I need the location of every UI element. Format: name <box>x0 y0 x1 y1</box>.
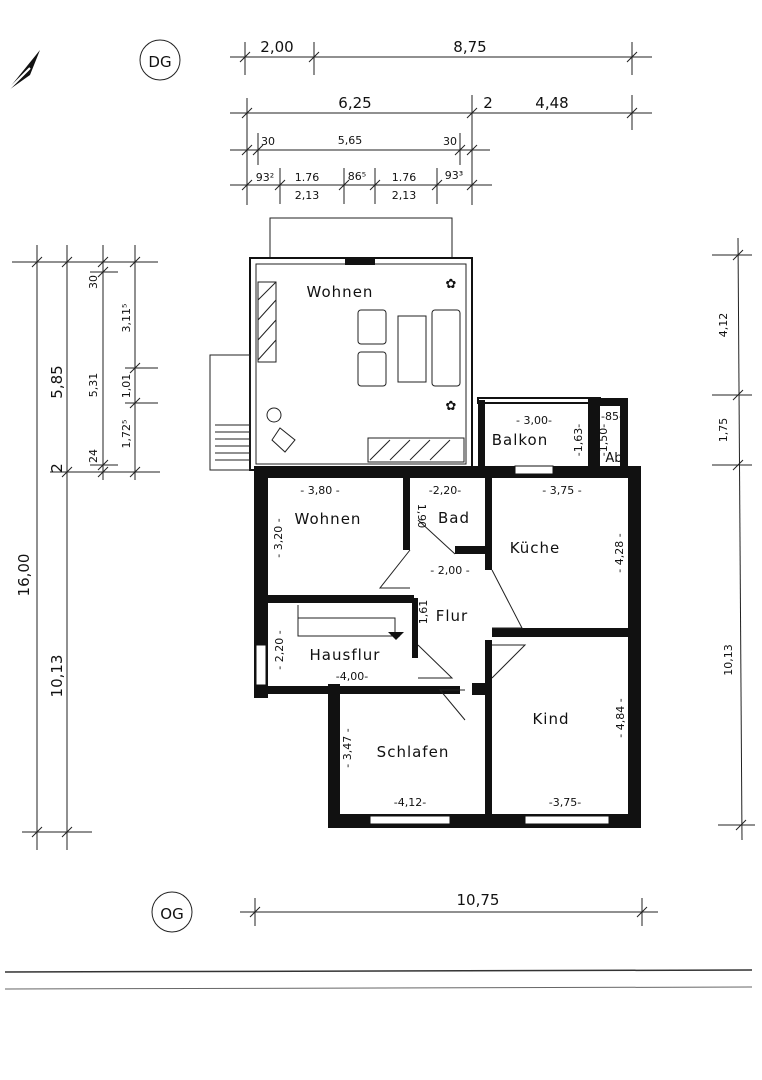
window-hausflur <box>255 644 267 686</box>
dim-1-75: 1,75 <box>717 418 730 443</box>
footer-line <box>4 969 753 973</box>
dim-hausflur-w: -4,00- <box>336 670 368 683</box>
footer-line <box>4 986 753 990</box>
dg-shelf <box>257 281 277 363</box>
plant-icon: ✿ <box>446 277 457 292</box>
floor-label-og-text: OG <box>160 905 183 923</box>
dim-4-12: 4,12 <box>717 313 730 338</box>
dim-1-01: 1,01 <box>120 374 133 399</box>
dim-kind-h: - 4,84 - <box>614 698 627 737</box>
dim-86-5: 86⁵ <box>348 170 366 183</box>
dim-3-11-5: 3,11⁵ <box>120 304 133 333</box>
dg-kitchenette <box>367 437 465 463</box>
dim-2: 2 <box>483 94 493 112</box>
room-label-wohnen-dg: Wohnen <box>307 283 374 301</box>
dim-2-left: 2 <box>48 463 66 473</box>
floor-label-dg: DG <box>139 39 181 81</box>
dg-sofa-set <box>357 309 461 387</box>
dim-1-72-5: 1,72⁵ <box>120 420 133 449</box>
dg-unit: ✿ ✿ Wohnen <box>209 217 473 471</box>
hausflur-stairs <box>297 605 400 637</box>
window-kind <box>524 815 610 825</box>
dim-16-00: 16,00 <box>15 554 33 597</box>
dim-wohnen-h: - 3,20 - <box>272 518 285 557</box>
door-swings <box>378 519 527 721</box>
room-label-wohnen: Wohnen <box>295 510 362 528</box>
dim-6-25: 6,25 <box>338 94 371 112</box>
floor-label-dg-text: DG <box>148 53 171 71</box>
room-label-ab: Ab. <box>605 451 626 466</box>
dim-4-48: 4,48 <box>535 94 568 112</box>
dim-kind-w: -3,75- <box>549 796 581 809</box>
room-label-balkon: Balkon <box>492 431 549 449</box>
dg-window <box>345 259 375 265</box>
dim-10-13-right: 10,13 <box>722 644 735 676</box>
og-walls <box>254 397 641 828</box>
og-labels: Wohnen Bad Küche Flur Hausflur Schlafen … <box>272 410 627 809</box>
dim-bad-w: -2,20- <box>429 484 461 497</box>
dim-ab-w: -85- <box>601 410 623 423</box>
room-label-bad: Bad <box>438 509 470 527</box>
left-dimensions: 5,85 2 16,00 10,13 30 5,31 24 3,11⁵ 1,01… <box>12 245 160 850</box>
dim-10-75: 10,75 <box>457 891 500 909</box>
dim-2-13-b: 2,13 <box>392 189 417 202</box>
dim-93-2: 93² <box>256 171 274 184</box>
bottom-dimension: 10,75 <box>240 891 658 926</box>
dim-8-75: 8,75 <box>453 38 486 56</box>
dim-ab-h: -1,50- <box>597 424 610 456</box>
dim-kueche-w: - 3,75 - <box>542 484 581 497</box>
dim-30-vert: 30 <box>87 275 100 289</box>
right-dimensions: 4,12 1,75 10,13 <box>712 237 755 841</box>
dim-schlafen-w: -4,12- <box>394 796 426 809</box>
dim-wohnen-w: - 3,80 - <box>300 484 339 497</box>
dg-balcony-rail <box>269 217 453 259</box>
dg-chair <box>271 427 296 453</box>
dim-1-76-b: 1.76 <box>392 171 417 184</box>
dim-30-left: 30 <box>261 135 275 148</box>
room-label-schlafen: Schlafen <box>377 743 450 761</box>
dg-stairs <box>209 354 251 471</box>
dim-5-31: 5,31 <box>87 373 100 398</box>
dim-bad-h: 1,90 <box>415 504 428 529</box>
floor-label-og: OG <box>151 891 193 933</box>
dim-kueche-h: - 4,28 - <box>613 533 626 572</box>
dim-1-76-a: 1.76 <box>295 171 320 184</box>
dim-flur-h: 1,61 <box>417 600 430 625</box>
dim-hausflur-h: - 2,20 - <box>273 630 286 669</box>
dim-balkon-h: -1,63- <box>572 424 585 456</box>
dg-lamp <box>266 407 282 423</box>
room-label-kind: Kind <box>532 710 569 728</box>
dim-schlafen-h: - 3,47 - <box>341 728 354 767</box>
dim-flur-w: - 2,00 - <box>430 564 469 577</box>
dim-93-3: 93³ <box>445 169 463 182</box>
window-schlafen <box>369 815 451 825</box>
dim-2-13-a: 2,13 <box>295 189 320 202</box>
pencil-mark-icon <box>5 50 40 93</box>
dim-5-65: 5,65 <box>338 134 363 147</box>
top-dimensions: 2,00 8,75 6,25 2 4,48 30 5,65 30 93² 1.7… <box>230 38 652 205</box>
dim-30-right: 30 <box>443 135 457 148</box>
room-label-flur: Flur <box>436 607 468 625</box>
dim-2-00: 2,00 <box>260 38 293 56</box>
dim-24: 24 <box>87 449 100 463</box>
dim-balkon-w: - 3,00- <box>516 414 552 427</box>
plant-icon: ✿ <box>446 399 457 414</box>
room-label-kueche: Küche <box>510 539 561 557</box>
room-label-hausflur: Hausflur <box>310 646 381 664</box>
dim-5-85: 5,85 <box>48 365 66 398</box>
dim-10-13-left: 10,13 <box>48 655 66 698</box>
